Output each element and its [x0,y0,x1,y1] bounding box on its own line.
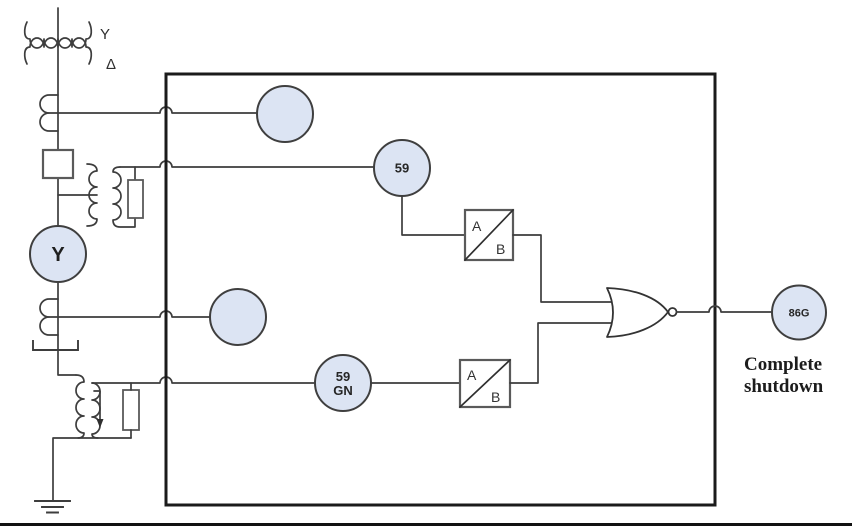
or-gate [606,287,678,338]
relay-86g-label: 86G [789,308,810,320]
or-gate-body [606,287,669,338]
bus-device-box [41,148,75,180]
transformer-delta-label: Δ [106,56,116,73]
ab2-to-gate-line [509,322,614,384]
shutdown-caption: Complete shutdown [744,354,824,397]
measuring-element-upper [256,85,314,143]
gt-signal-line-59gn [91,376,316,384]
lower-ct-signal-line [48,310,211,318]
ab-converter-1-a-label: A [472,218,482,234]
ab1-to-gate-line [512,234,614,303]
upper-ct-signal-line [48,106,258,114]
measuring-element-lower [209,288,267,346]
ab-converter-2: A B [458,358,512,409]
relay-59-label: 59 [395,161,409,176]
voltage-transformer-assembly [57,163,144,228]
transformer-wye-label: Y [100,26,110,43]
vt-secondary-winding [112,166,136,228]
ground-symbol [34,500,71,514]
generator-bus-line [57,7,77,376]
ab-converter-2-b-label: B [491,389,500,405]
grounding-resistor [122,389,140,431]
gt-ground-lead [52,437,132,502]
gt-primary-winding [75,374,85,439]
vt-loading-resistor [127,179,144,219]
generator-circle [29,225,87,283]
relay-59-output-line [401,195,466,236]
ab-converter-1: A B [463,208,515,262]
vt-primary-winding [86,163,98,227]
relay-59gn: 59 GN [314,354,372,412]
or-gate-inversion-bubble [667,307,678,317]
ab-converter-2-a-label: A [467,367,477,383]
shutdown-caption-line1: Complete [744,354,822,375]
relay-59gn-label-line2: GN [333,383,353,398]
relay-59: 59 [373,139,431,197]
neutral-bracket [32,340,79,351]
ab-converter-1-b-label: B [496,241,505,257]
transformer-winding-top [23,21,93,49]
relay-86g-circle [771,284,827,341]
gt-secondary-winding [91,382,101,439]
relay-enclosure [164,72,717,507]
gate-to-86g-line [675,305,773,313]
gt-polarity-arrow [93,390,101,420]
generator-label: Y [51,244,65,266]
unit-transformer-symbol: Y Δ [23,21,116,73]
gt-polarity-arrowhead [96,419,104,428]
transformer-winding-bottom [23,37,93,65]
relay-86g: 86G [771,284,827,341]
ab-converter-2-diagonal [459,359,511,408]
shutdown-caption-line2: shutdown [744,376,824,397]
vt-signal-line-59 [119,160,375,168]
generator-symbol: Y [29,225,87,283]
ab-converter-1-diagonal [464,209,514,261]
relay-59gn-label-line1: 59 [336,369,350,384]
grounding-transformer-assembly [52,374,140,502]
